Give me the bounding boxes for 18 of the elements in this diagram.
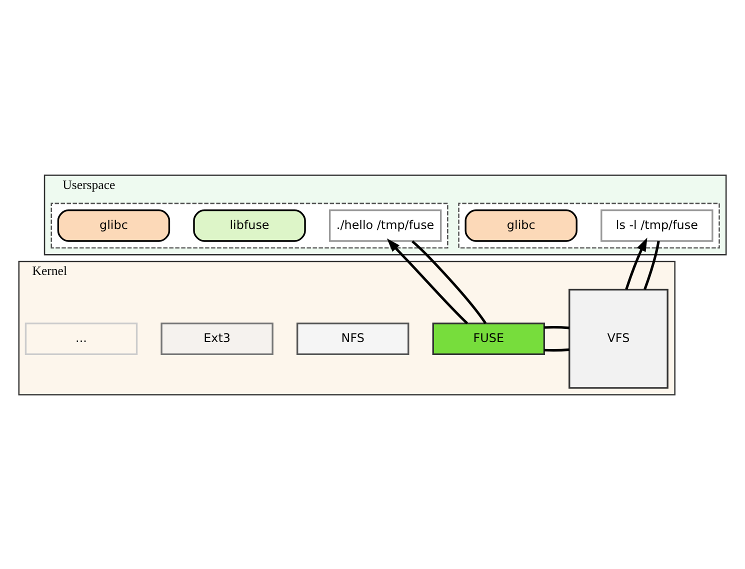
node-box: VFS <box>568 288 668 388</box>
connector <box>412 240 487 324</box>
node-box: ls -l /tmp/fuse <box>600 208 714 242</box>
connector <box>644 240 660 290</box>
cluster <box>458 202 720 248</box>
node-box: libfuse <box>193 208 306 242</box>
arrow <box>386 238 468 324</box>
node-box: glibc <box>464 208 578 242</box>
node-box: glibc <box>57 208 170 242</box>
arrow <box>625 237 648 290</box>
node-box: FUSE <box>432 322 546 355</box>
node-box: ./hello /tmp/fuse <box>328 208 442 242</box>
node-box: NFS <box>296 322 410 355</box>
node-box: ... <box>24 322 138 355</box>
cluster <box>50 202 448 248</box>
connector <box>544 348 570 352</box>
node-box: Ext3 <box>160 322 274 355</box>
connector <box>544 326 570 329</box>
